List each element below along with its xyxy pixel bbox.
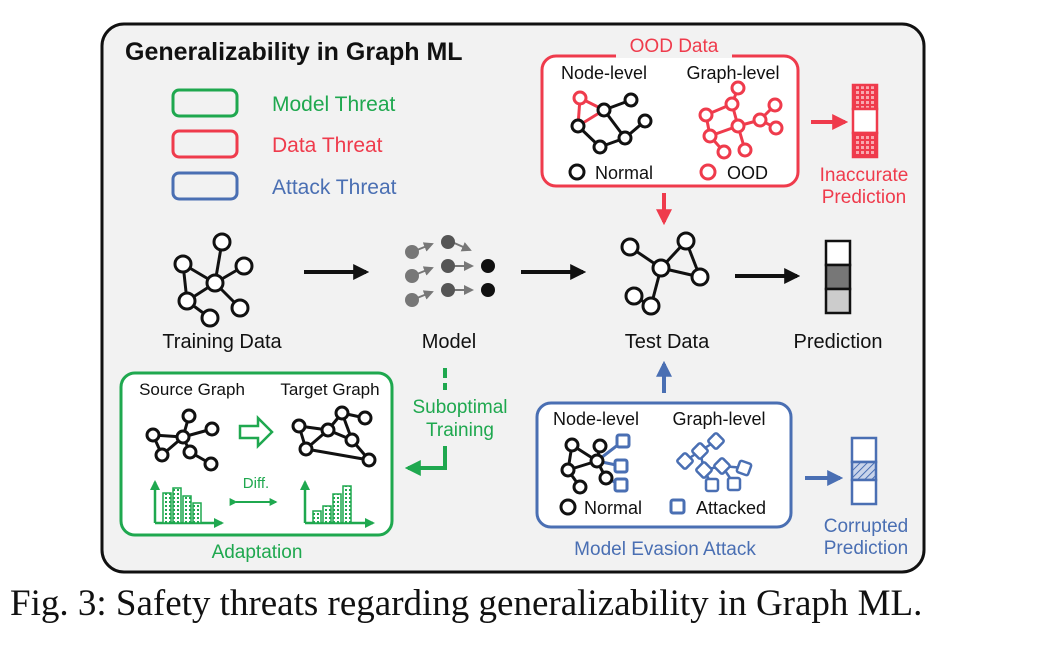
diff-label: Diff. bbox=[243, 475, 269, 492]
ood-marker bbox=[699, 163, 717, 181]
legend-swatch-attack bbox=[171, 171, 239, 201]
legend-swatch-data bbox=[171, 129, 239, 159]
legend: Model Threat Data Threat Attack Threat bbox=[171, 88, 397, 201]
test-data-graph bbox=[620, 231, 710, 316]
source-graph bbox=[145, 408, 220, 472]
training-data-graph bbox=[173, 232, 254, 328]
adaptation-label: Adaptation bbox=[212, 542, 303, 563]
ood-ood-label: OOD bbox=[727, 163, 768, 183]
attack-box: Node-level Graph-level bbox=[535, 401, 793, 529]
attack-graph-level-label: Graph-level bbox=[672, 409, 765, 429]
suboptimal-to-adaptation-arrow bbox=[404, 446, 447, 476]
ood-title: OOD Data bbox=[630, 36, 719, 57]
ood-normal-legend-marker bbox=[568, 163, 586, 181]
attack-node-level-graph bbox=[560, 433, 631, 495]
attack-graph-level-graph bbox=[676, 432, 753, 493]
target-graph-label: Target Graph bbox=[280, 380, 379, 399]
ood-node-level-label: Node-level bbox=[561, 63, 647, 83]
corrupted-prediction-bar bbox=[850, 436, 878, 506]
threat-diagram: Generalizability in Graph ML Model Threa… bbox=[100, 22, 926, 574]
ood-graph-level-label: Graph-level bbox=[686, 63, 779, 83]
suboptimal-training-label-2: Training bbox=[426, 420, 494, 441]
inaccurate-prediction-bar bbox=[851, 83, 879, 159]
diagram-title: Generalizability in Graph ML bbox=[125, 38, 463, 66]
adaptation-box: Source Graph Target Graph bbox=[119, 371, 394, 537]
legend-swatch-model bbox=[171, 88, 239, 118]
training-data-label: Training Data bbox=[162, 331, 282, 353]
source-graph-label: Source Graph bbox=[139, 380, 245, 399]
prediction-bar bbox=[824, 239, 852, 315]
transfer-arrow bbox=[238, 414, 274, 450]
prediction-label: Prediction bbox=[794, 331, 883, 353]
ood-node-level-graph bbox=[570, 90, 653, 155]
model-evasion-attack-label: Model Evasion Attack bbox=[574, 539, 756, 560]
attack-normal-legend-marker bbox=[559, 498, 577, 516]
ood-graph-level-graph bbox=[698, 80, 784, 160]
ood-data-box: OOD Data Node-level Graph-level bbox=[540, 34, 800, 188]
model-network-icon bbox=[405, 235, 495, 307]
inaccurate-prediction-label-1: Inaccurate bbox=[820, 165, 909, 186]
attacked-marker bbox=[669, 498, 686, 515]
inaccurate-prediction-label-2: Prediction bbox=[822, 187, 907, 208]
attack-node-level-label: Node-level bbox=[553, 409, 639, 429]
ood-normal-label: Normal bbox=[595, 163, 653, 183]
target-graph bbox=[291, 405, 377, 468]
source-distribution-chart bbox=[150, 480, 224, 528]
attacked-label: Attacked bbox=[696, 498, 766, 518]
legend-label-model: Model Threat bbox=[272, 93, 396, 116]
figure-caption: Fig. 3: Safety threats regarding general… bbox=[10, 583, 923, 624]
attack-normal-label: Normal bbox=[584, 498, 642, 518]
suboptimal-training-label-1: Suboptimal bbox=[412, 397, 507, 418]
target-distribution-chart bbox=[300, 480, 375, 528]
corrupted-prediction-label-1: Corrupted bbox=[824, 516, 909, 537]
legend-label-attack: Attack Threat bbox=[272, 176, 397, 199]
model-label: Model bbox=[422, 331, 476, 353]
test-data-label: Test Data bbox=[625, 331, 710, 353]
corrupted-prediction-label-2: Prediction bbox=[824, 538, 909, 559]
legend-label-data: Data Threat bbox=[272, 134, 383, 157]
